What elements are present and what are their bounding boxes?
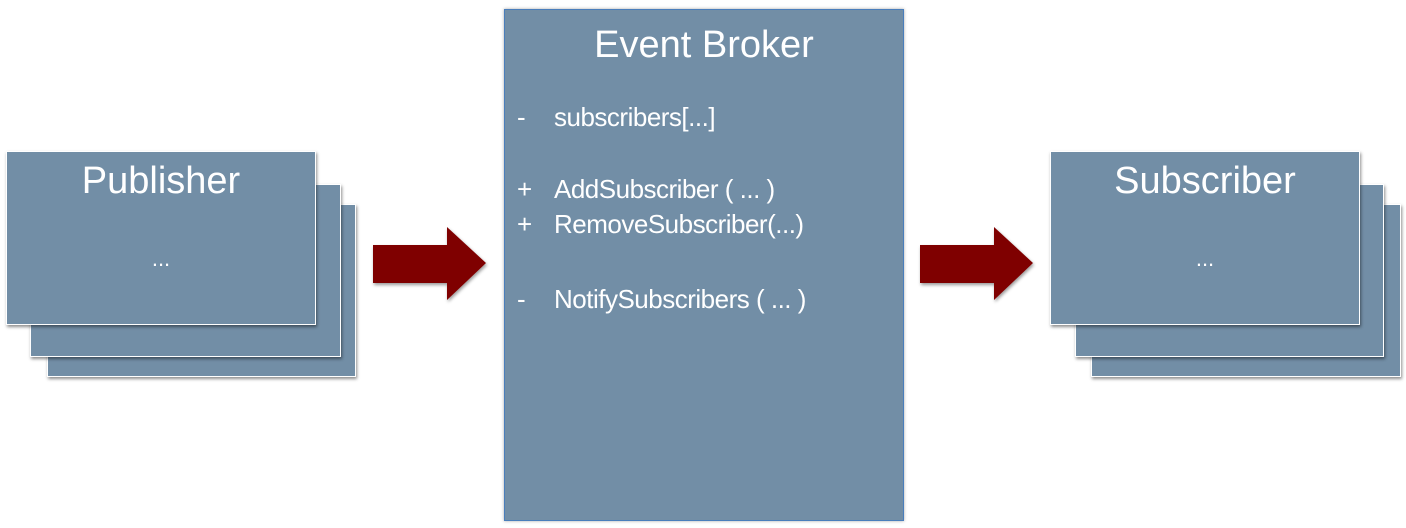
event-broker-box: Event Broker - subscribers[...] + AddSub… — [504, 9, 904, 521]
subscriber-card-front: Subscriber ... — [1050, 151, 1360, 325]
publisher-body: ... — [151, 246, 171, 271]
visibility-marker: + — [517, 209, 532, 239]
publisher-card-front: Publisher ... — [6, 151, 316, 325]
visibility-marker: - — [517, 102, 526, 132]
subscriber-body: ... — [1195, 246, 1215, 271]
member-signature: RemoveSubscriber(...) — [554, 209, 804, 239]
member-signature: NotifySubscribers ( ... ) — [554, 284, 806, 314]
member-signature: AddSubscriber ( ... ) — [554, 174, 775, 204]
arrow-shape — [920, 227, 1033, 300]
arrow-shape — [373, 227, 486, 300]
visibility-marker: + — [517, 174, 532, 204]
publisher-title: Publisher — [81, 160, 241, 202]
right-arrow-icon — [373, 227, 486, 300]
member-signature: subscribers[...] — [554, 102, 716, 132]
visibility-marker: - — [517, 284, 526, 314]
subscriber-title: Subscriber — [1114, 160, 1296, 202]
right-arrow-icon — [920, 227, 1033, 300]
broker-title: Event Broker — [594, 24, 814, 66]
